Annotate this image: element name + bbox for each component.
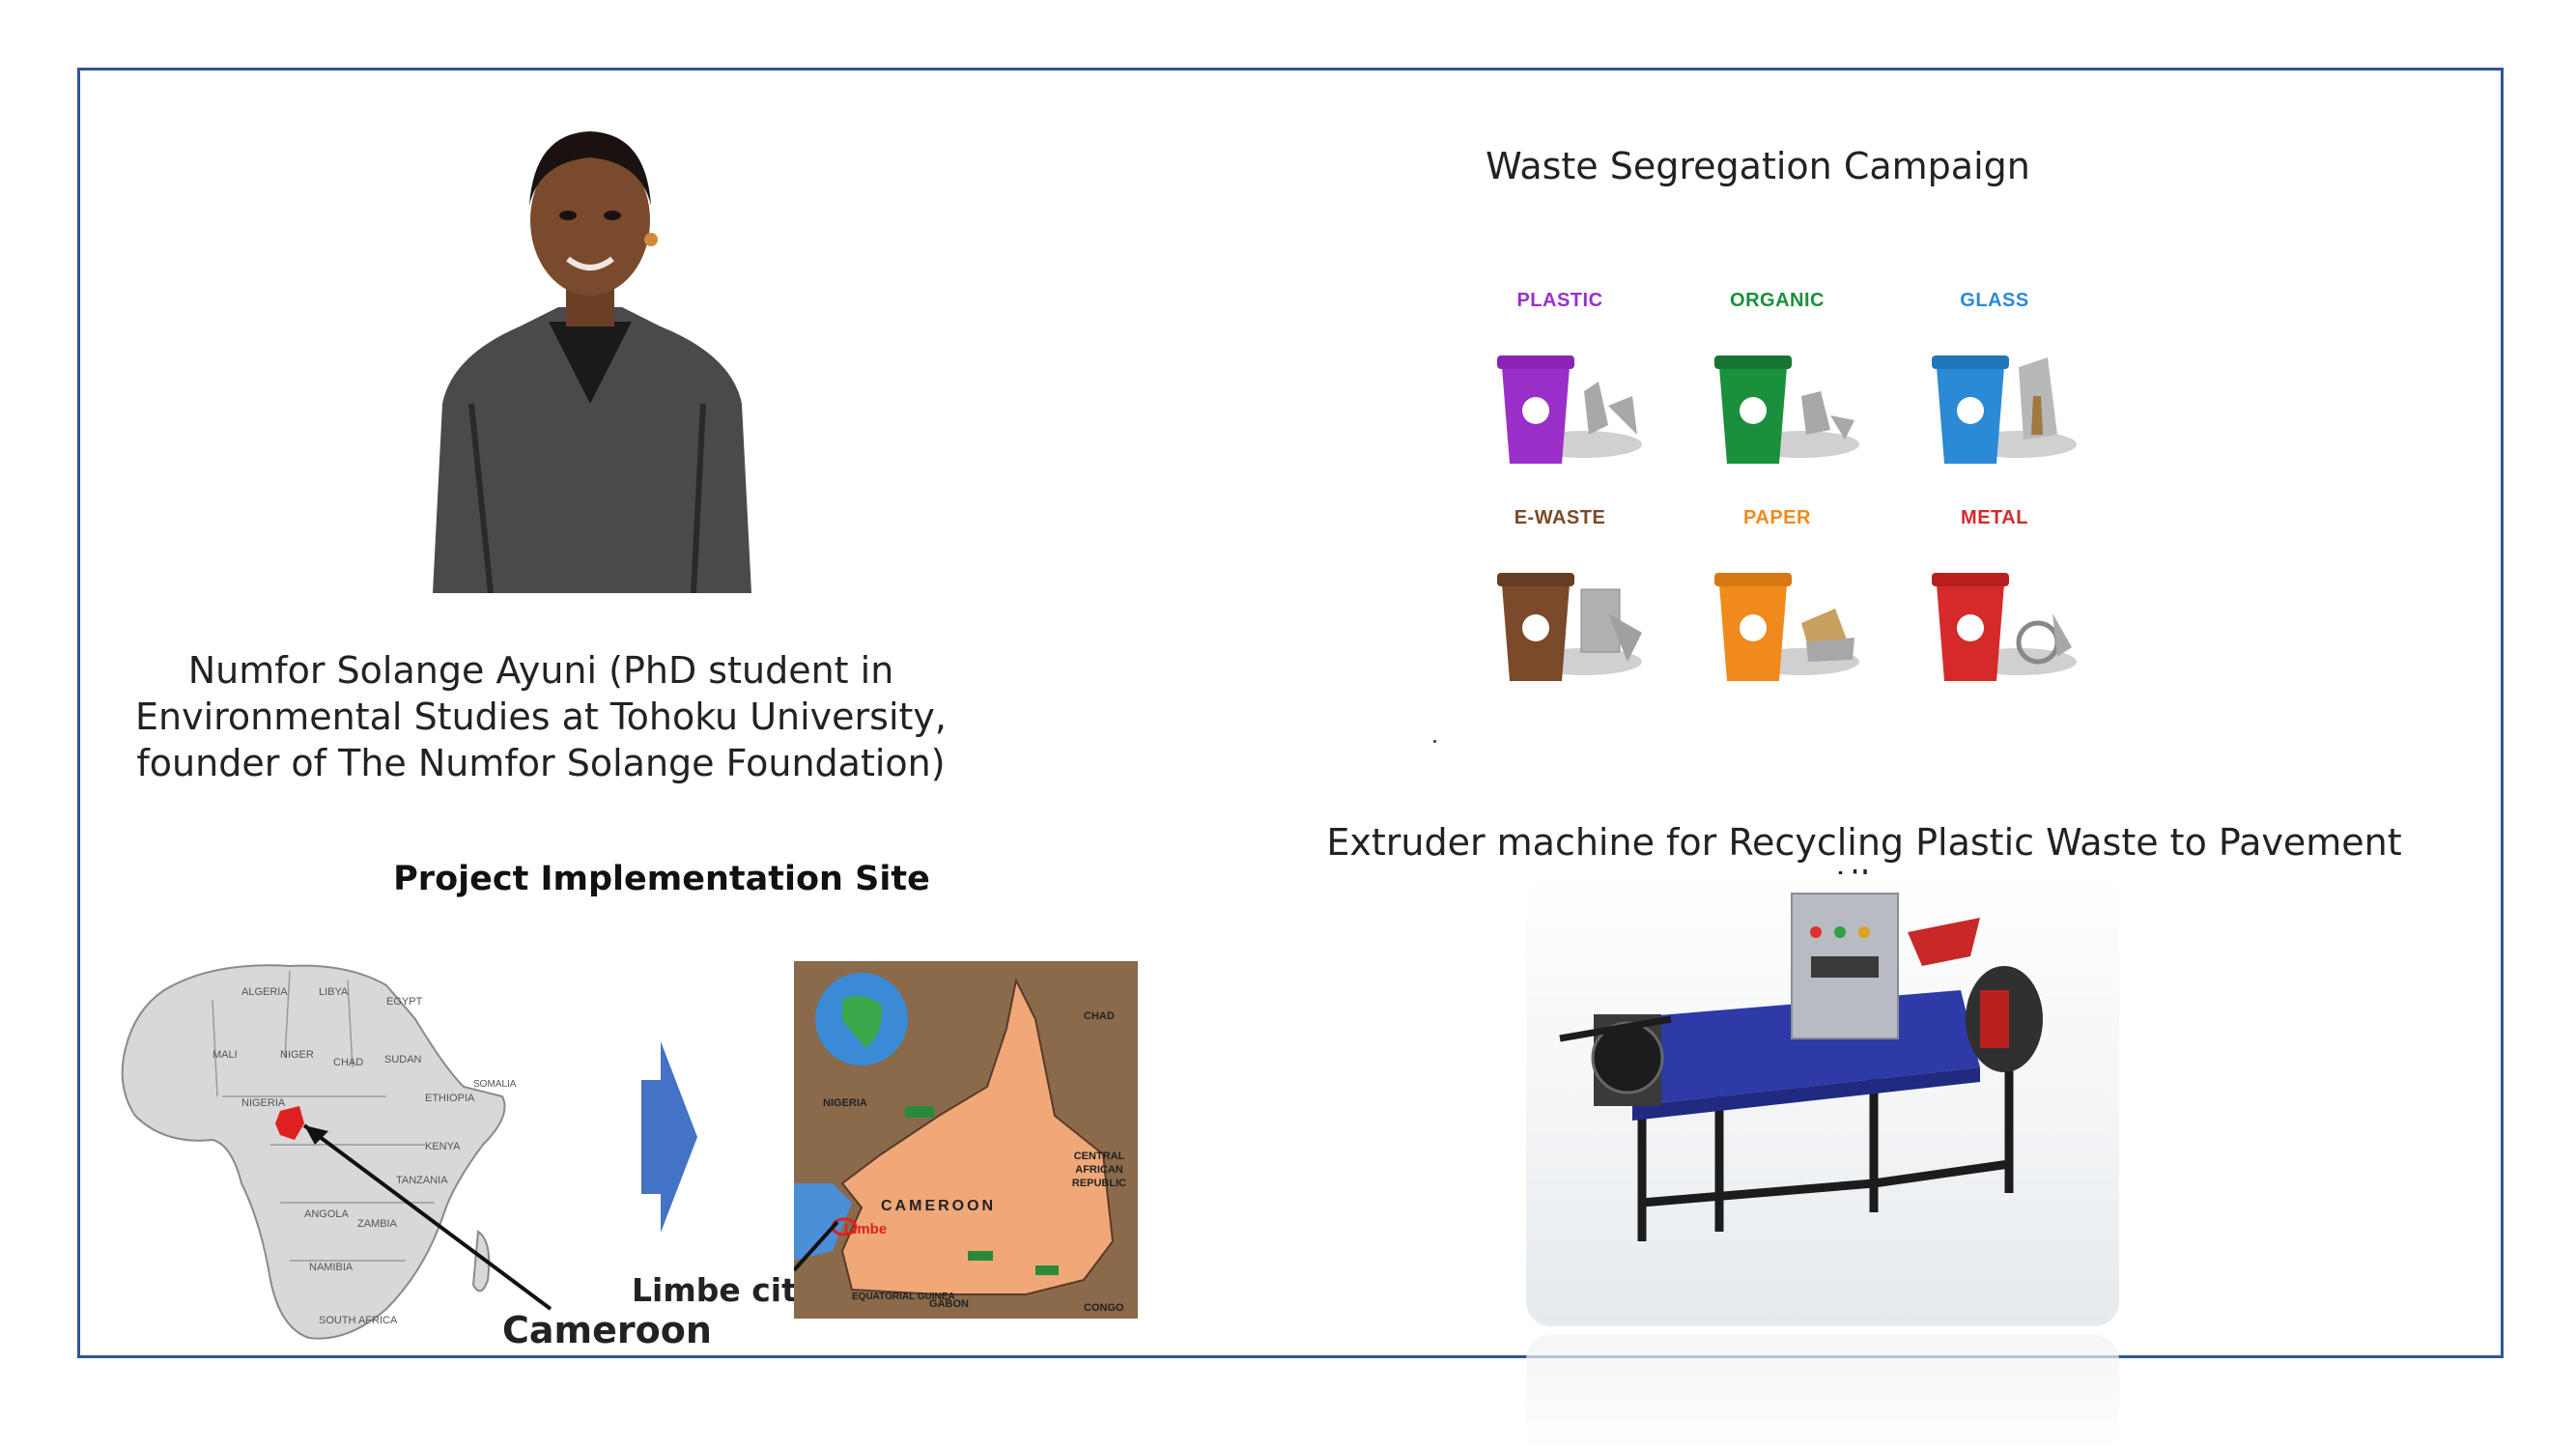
africa-label-nigeria: NIGERIA <box>241 1097 286 1109</box>
bin-paper: PAPER <box>1705 507 1917 720</box>
bin-plastic: PLASTIC <box>1487 290 1700 502</box>
africa-label-algeria: ALGERIA <box>241 986 288 998</box>
neighbor-equatorial-guinea: EQUATORIAL GUINEA <box>852 1292 955 1302</box>
extruder-reflection <box>1526 1335 2119 1449</box>
glass-bin-icon <box>1932 355 2077 464</box>
africa-label-tanzania: TANZANIA <box>396 1175 448 1186</box>
bin-label: METAL <box>1961 507 2028 528</box>
bin-organic: ORGANIC <box>1705 290 1917 502</box>
africa-map: ALGERIA LIBYA EGYPT MALI NIGER CHAD SUDA… <box>121 964 552 1340</box>
africa-label-sudan: SUDAN <box>384 1054 422 1065</box>
cameroon-map-title: CAMEROON <box>881 1198 996 1214</box>
slide-frame <box>77 68 2504 1358</box>
limbe-map-label: Limbe <box>844 1221 887 1237</box>
africa-label-kenya: KENYA <box>425 1141 461 1152</box>
paper-bin-icon <box>1714 573 1859 681</box>
bin-label: PLASTIC <box>1516 290 1603 311</box>
portrait-caption: Numfor Solange Ayuni (PhD student in Env… <box>116 647 966 786</box>
neighbor-congo: CONGO <box>1084 1302 1124 1314</box>
africa-label-zambia: ZAMBIA <box>357 1218 398 1230</box>
stray-dot <box>1433 740 1436 743</box>
bin-label: GLASS <box>1960 290 2029 311</box>
africa-label-angola: ANGOLA <box>304 1208 350 1220</box>
metal-bin-icon <box>1932 573 2077 681</box>
bin-label: ORGANIC <box>1730 290 1825 311</box>
extruder-machine-photo <box>1526 874 2119 1326</box>
site-title: Project Implementation Site <box>393 860 930 898</box>
cameroon-map: CAMEROON Limbe CHAD NIGERIA CENTRAL AFRI… <box>794 961 1138 1319</box>
bin-glass: GLASS <box>1922 290 2135 502</box>
caption-line: founder of The Numfor Solange Foundation… <box>136 742 946 784</box>
neighbor-car: CENTRAL AFRICAN REPUBLIC <box>1071 1151 1127 1189</box>
limbe-city-label: Limbe city <box>632 1271 818 1309</box>
waste-bins-grid: PLASTIC ORGANIC GLASS E-WAST <box>1487 290 2115 715</box>
bin-label: E-WASTE <box>1514 507 1606 528</box>
waste-campaign-title: Waste Segregation Campaign <box>1486 145 2030 187</box>
cameroon-highlight <box>275 1106 304 1140</box>
bin-e-waste: E-WASTE <box>1487 507 1700 720</box>
organic-bin-icon <box>1714 355 1859 464</box>
africa-label-ethiopia: ETHIOPIA <box>425 1093 475 1104</box>
africa-label-egypt: EGYPT <box>386 996 423 1008</box>
africa-label-chad: CHAD <box>333 1057 363 1068</box>
africa-label-libya: LIBYA <box>319 986 349 998</box>
arrow-right-icon <box>641 1041 697 1233</box>
e-waste-bin-icon <box>1497 573 1642 681</box>
bin-label: PAPER <box>1743 507 1811 528</box>
neighbor-nigeria: NIGERIA <box>823 1097 867 1109</box>
africa-label-somalia: SOMALIA <box>473 1079 517 1090</box>
neighbor-gabon: GABON <box>929 1298 969 1310</box>
caption-line: Environmental Studies at Tohoku Universi… <box>135 696 947 738</box>
plastic-bin-icon <box>1497 355 1642 464</box>
africa-label-niger: NIGER <box>280 1049 314 1061</box>
africa-label-mali: MALI <box>212 1049 238 1061</box>
africa-label-south-africa: SOUTH AFRICA <box>319 1315 398 1326</box>
bin-metal: METAL <box>1922 507 2135 720</box>
cameroon-label: Cameroon <box>502 1309 712 1351</box>
caption-line: Numfor Solange Ayuni (PhD student in <box>187 649 894 692</box>
africa-label-namibia: NAMIBIA <box>309 1262 354 1273</box>
neighbor-chad: CHAD <box>1084 1010 1115 1022</box>
extruder-machine-illustration <box>1559 893 2043 1241</box>
portrait-photo <box>433 131 751 593</box>
